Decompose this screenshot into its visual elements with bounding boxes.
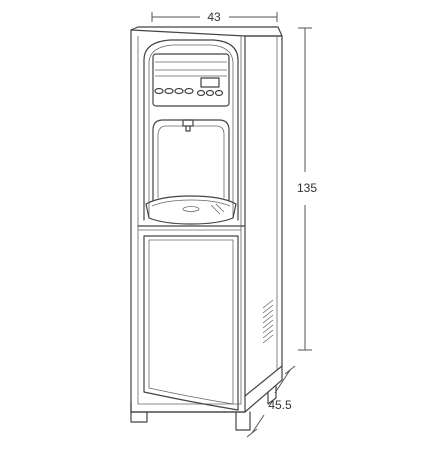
lcd-display [200,77,220,88]
height-dimension-label: 135 [297,181,317,195]
panel-button [196,89,206,97]
lower-door [137,225,246,411]
drip-tray [145,195,237,225]
panel-button [174,87,184,95]
width-dimension-label: 43 [207,10,221,24]
right-front-foot [235,411,251,431]
upper-front-panel [143,39,239,221]
depth-dimension-label: 45.5 [268,398,292,412]
panel-button [214,89,224,97]
panel-button [154,87,164,95]
side-vent [262,299,274,344]
rear-foot [267,385,277,405]
left-front-foot [130,401,148,423]
dispensing-niche [152,119,230,201]
width-dimension: 43 [151,10,278,24]
base [130,365,283,431]
faucet [182,119,194,132]
control-panel [152,53,230,107]
height-dimension: 135 [297,27,317,351]
panel-button [205,89,215,97]
panel-button [184,87,194,95]
panel-button [164,87,174,95]
depth-dimension: 45.5 [246,365,296,438]
